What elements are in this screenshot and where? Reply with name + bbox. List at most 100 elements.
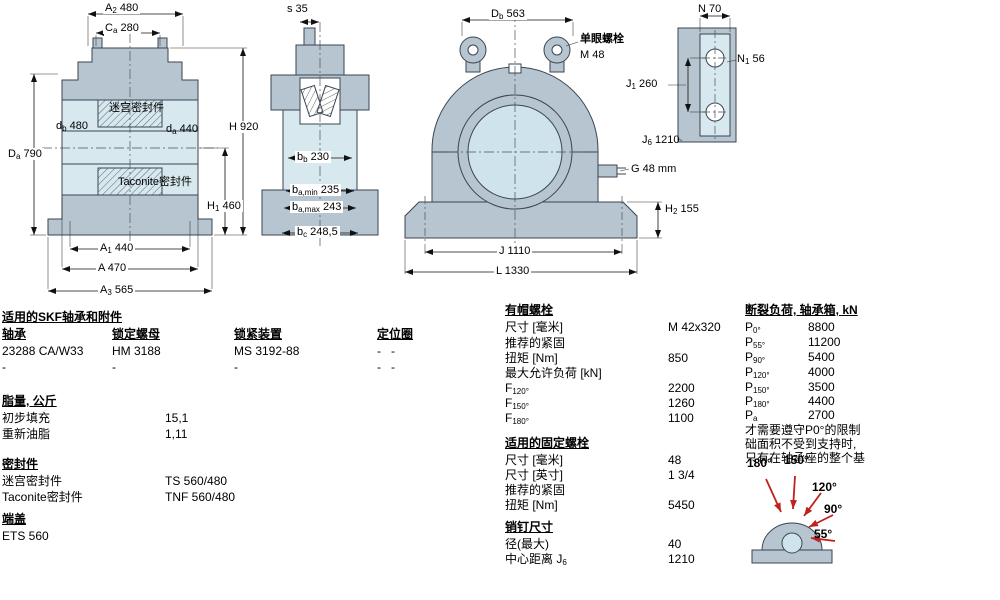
- dim-g: G 48 mm: [631, 163, 677, 175]
- end-cover-section-title: 端盖: [2, 512, 27, 526]
- top-view-drawing: [677, 27, 737, 143]
- end-cover-designation: ETS 560: [2, 529, 49, 543]
- breaking-load-row-value: 2700: [808, 408, 835, 422]
- breaking-load-row-label: P180°: [745, 394, 770, 409]
- dim-a1: A1 440: [98, 242, 136, 255]
- grease-row-label: 重新油脂: [2, 427, 51, 441]
- breaking-load-row-value: 5400: [808, 350, 835, 364]
- cap-bolts-row-label: F180°: [505, 411, 529, 426]
- breaking-load-note-line: 只有在轴承座的整个基: [745, 451, 866, 465]
- attachment-bolts-row-label: 尺寸 [毫米]: [505, 453, 564, 467]
- dim-h: H 920: [227, 121, 261, 133]
- pins-row-value: 40: [668, 537, 682, 551]
- angle-label-150: 150°: [784, 453, 809, 467]
- left-view-drawing: [42, 33, 218, 247]
- cap-bolts-row-label: 推荐的紧固: [505, 336, 566, 350]
- angle-label-120: 120°: [812, 480, 837, 494]
- dim-bc: bc 248,5: [295, 226, 340, 239]
- breaking-load-row-label: P0°: [745, 320, 761, 335]
- load-direction-diagram: [751, 475, 836, 564]
- bearings-section-title: 适用的SKF轴承和附件: [2, 310, 123, 324]
- breaking-load-row-label: P120°: [745, 365, 770, 380]
- dim-l: L 1330: [494, 265, 532, 277]
- top-view-dims: [668, 13, 737, 142]
- dim-j6: J6 1210: [642, 134, 680, 147]
- dim-a3: A3 565: [98, 284, 136, 297]
- front-view-drawing: [404, 12, 638, 248]
- grease-row-label: 初步填充: [2, 411, 51, 425]
- dim-h2: H2 155: [663, 203, 701, 216]
- cap-bolts-row-label: F120°: [505, 381, 529, 396]
- attachment-bolts-row-value: 1 3/4: [668, 468, 695, 482]
- bearing-row2-cell: - -: [377, 360, 395, 374]
- cap-bolts-row-label: 扭矩 [Nm]: [505, 351, 558, 365]
- dim-da-shaft: da 440: [166, 123, 198, 136]
- breaking-load-row-value: 4000: [808, 365, 835, 379]
- locknut-designation: HM 3188: [112, 344, 161, 358]
- pins-row-label: 径(最大): [505, 537, 549, 551]
- label-labyrinth-seal: 迷宫密封件: [109, 102, 164, 114]
- breaking-load-note-line: 才需要遵守P0°的限制: [745, 423, 861, 437]
- dim-j: J 1110: [497, 245, 533, 257]
- cap-bolts-row-label: 最大允许负荷 [kN]: [505, 366, 602, 380]
- dim-bb: bb 230: [295, 151, 331, 164]
- grease-row-value: 1,11: [165, 427, 188, 441]
- housing-base: [404, 201, 638, 239]
- bearing-row2-cell: -: [234, 360, 238, 374]
- dim-a2: A2 480: [103, 2, 141, 15]
- pins-row-value: 1210: [668, 552, 695, 566]
- angle-label-90: 90°: [824, 502, 843, 516]
- col-header-locking-device: 锁紧装置: [234, 327, 283, 341]
- cap-bolts-row-label: 尺寸 [毫米]: [505, 320, 564, 334]
- pins-section-title: 销钉尺寸: [505, 520, 554, 534]
- seal-row-label: Taconite密封件: [2, 490, 83, 504]
- breaking-load-row-label: P90°: [745, 350, 766, 365]
- col-header-locknut: 锁定螺母: [112, 327, 161, 341]
- side-view-drawing: [261, 22, 379, 246]
- seal-row-value: TNF 560/480: [165, 490, 236, 504]
- mini-housing-bore: [781, 532, 803, 554]
- breaking-load-row-value: 4400: [808, 394, 835, 408]
- bearing-designation: 23288 CA/W33: [2, 344, 84, 358]
- dim-da-outer: Da 790: [6, 148, 44, 161]
- cap-bolts-row-label: F150°: [505, 396, 529, 411]
- dim-s: s 35: [287, 3, 308, 15]
- attachment-bolts-row-value: 5450: [668, 498, 695, 512]
- dim-a: A 470: [96, 262, 129, 274]
- label-eyebolt: 单眼螺栓: [580, 33, 624, 45]
- cap-bolts-row-value: 850: [668, 351, 689, 365]
- dim-db-shaft: db 480: [56, 120, 88, 133]
- col-header-bearing: 轴承: [2, 327, 27, 341]
- bearing-row2-cell: -: [2, 360, 6, 374]
- grease-section-title: 脂量, 公斤: [2, 394, 57, 408]
- breaking-load-note-line: 础面积不受到支持时,: [745, 437, 857, 451]
- locking-device-designation: MS 3192-88: [234, 344, 300, 358]
- seal-row-value: TS 560/480: [165, 474, 228, 488]
- breaking-load-section-title: 断裂负荷, 轴承箱, kN: [745, 303, 858, 317]
- attachment-bolts-row-label: 扭矩 [Nm]: [505, 498, 558, 512]
- breaking-load-row-label: Pa: [745, 408, 758, 423]
- cap-bolts-section-title: 有帽螺栓: [505, 303, 554, 317]
- dim-ba-min: ba,min 235: [290, 184, 342, 197]
- breaking-load-row-label: P55°: [745, 335, 766, 350]
- angle-label-55: 55°: [814, 527, 833, 541]
- bearing-row2-cell: -: [112, 360, 116, 374]
- dim-n1: N1 56: [737, 53, 765, 66]
- dim-ba-max: ba,max 243: [290, 201, 344, 214]
- col-header-locating-ring: 定位圈: [377, 327, 414, 341]
- grease-row-value: 15,1: [165, 411, 189, 425]
- cap-bolts-row-value: 1260: [668, 396, 695, 410]
- pins-row-label: 中心距离 J6: [505, 552, 567, 567]
- cap-bolts-row-value: M 42x320: [668, 320, 721, 334]
- angle-label-180: 180°: [747, 456, 772, 470]
- load-arrows: [765, 475, 836, 543]
- breaking-load-row-value: 8800: [808, 320, 835, 334]
- attachment-bolts-row-label: 尺寸 [英寸]: [505, 468, 564, 482]
- breaking-load-row-label: P150°: [745, 380, 770, 395]
- label-taconite-seal: Taconite密封件: [118, 176, 192, 188]
- label-eyebolt-size: M 48: [580, 49, 605, 61]
- dim-db-bolt: Db 563: [489, 8, 527, 21]
- locating-ring-designation: - -: [377, 344, 395, 358]
